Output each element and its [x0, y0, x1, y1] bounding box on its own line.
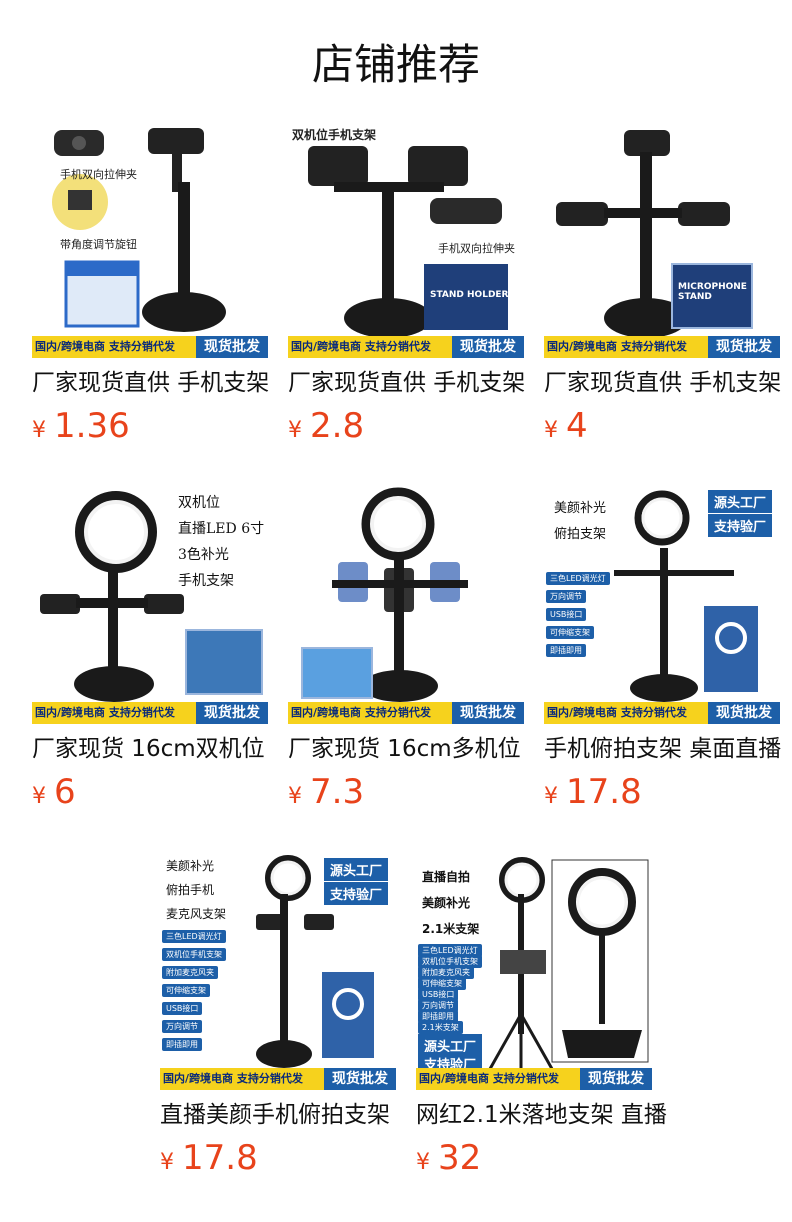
factory-tag: 源头工厂 [418, 1034, 483, 1057]
feature-chip: 三色LED调光灯 [546, 572, 610, 585]
product-card[interactable]: 国内/跨境电商 支持分销代发 现货批发 厂家现货 16cm多机位 ¥7.3 [288, 487, 524, 812]
feature-chip: USB接口 [546, 608, 587, 621]
product-card[interactable]: MICROPHONE STAND 国内/跨境电商 支持分销代发 现货批发 厂家现… [544, 122, 782, 446]
promo-banner: 国内/跨境电商 支持分销代发 现货批发 [160, 1068, 396, 1090]
image-caption: 手机双向拉伸夹 [60, 168, 137, 181]
product-price: ¥4 [544, 406, 588, 446]
image-title: 双机位手机支架 [292, 128, 377, 142]
feature-chip: USB接口 [162, 1002, 203, 1015]
product-card[interactable]: 美颜补光 俯拍支架 源头工厂 支持验厂 三色LED调光灯 万向调节 USB接口 … [544, 488, 782, 812]
promo-banner: 国内/跨境电商 支持分销代发 现货批发 [288, 702, 524, 724]
product-name[interactable]: 网红2.1米落地支架 直播 [416, 1102, 667, 1128]
product-price: ¥1.36 [32, 406, 130, 446]
product-card[interactable]: 美颜补光 俯拍手机 麦克风支架 源头工厂 支持验厂 三色LED调光灯 双机位手机… [160, 854, 396, 1178]
feature-chip: 可伸缩支架 [418, 977, 466, 990]
image-caption-block: 美颜补光 俯拍支架 [554, 501, 607, 542]
product-image[interactable]: 双机位 直播LED 6寸 3色补光 手机支架 国内/跨境电商 支持分销代发 现货… [32, 488, 268, 724]
product-image[interactable]: 美颜补光 俯拍手机 麦克风支架 源头工厂 支持验厂 三色LED调光灯 双机位手机… [160, 854, 396, 1090]
product-image[interactable]: 手机双向拉伸夹 带角度调节旋钮 国内/跨境电商 支持分销代发 现货批发 [32, 122, 268, 358]
image-caption: 带角度调节旋钮 [60, 238, 137, 251]
floor-tripod-illustration [484, 857, 649, 1077]
promo-banner: 国内/跨境电商 支持分销代发 现货批发 [544, 336, 780, 358]
phone-stand-illustration [52, 128, 226, 332]
promo-banner: 国内/跨境电商 支持分销代发 现货批发 [416, 1068, 652, 1090]
product-price: ¥2.8 [288, 406, 365, 446]
triple-phone-stand-illustration [556, 130, 753, 338]
feature-chip: 2.1米支架 [418, 1021, 463, 1034]
ring-light-multi-phone-illustration [301, 487, 468, 702]
product-card[interactable]: 手机双向拉伸夹 带角度调节旋钮 国内/跨境电商 支持分销代发 现货批发 厂家现货… [32, 122, 270, 446]
promo-banner: 国内/跨境电商 支持分销代发 现货批发 [288, 336, 524, 358]
product-name[interactable]: 厂家现货 16cm多机位 [288, 736, 521, 762]
feature-chip: 附加麦克风夹 [418, 966, 474, 979]
product-card[interactable]: 双机位手机支架 手机双向拉伸夹 STAND HOLDER 国内/跨境电商 支持分… [288, 122, 526, 446]
feature-chip: 三色LED调光灯 [418, 944, 482, 957]
image-caption: 手机双向拉伸夹 [438, 242, 515, 255]
product-price: ¥32 [416, 1138, 482, 1178]
product-name[interactable]: 厂家现货直供 手机支架 [544, 370, 782, 396]
product-image[interactable]: MICROPHONE STAND 国内/跨境电商 支持分销代发 现货批发 [544, 122, 780, 358]
product-price: ¥6 [32, 772, 76, 812]
product-name[interactable]: 直播美颜手机俯拍支架 [160, 1102, 390, 1128]
feature-chip: 可伸缩支架 [162, 984, 210, 997]
product-name[interactable]: 厂家现货 16cm双机位 [32, 736, 265, 762]
feature-chip: 即插即用 [418, 1010, 458, 1023]
mic-phone-stand-illustration [256, 855, 374, 1068]
feature-chip: 即插即用 [162, 1038, 202, 1051]
factory-tag: 源头工厂 [324, 858, 389, 881]
product-name[interactable]: 厂家现货直供 手机支架 [288, 370, 526, 396]
feature-chip: USB接口 [418, 988, 459, 1001]
product-card[interactable]: 双机位 直播LED 6寸 3色补光 手机支架 国内/跨境电商 支持分销代发 现货… [32, 488, 268, 812]
image-caption-block: 直播自拍 美颜补光 2.1米支架 [422, 870, 480, 936]
product-price: ¥17.8 [160, 1138, 258, 1178]
feature-chip: 万向调节 [418, 999, 458, 1012]
feature-chip: 万向调节 [162, 1020, 202, 1033]
promo-banner: 国内/跨境电商 支持分销代发 现货批发 [544, 702, 780, 724]
product-price: ¥17.8 [544, 772, 642, 812]
dual-phone-stand-illustration [308, 146, 508, 338]
feature-chip: 三色LED调光灯 [162, 930, 226, 943]
product-image[interactable]: 国内/跨境电商 支持分销代发 现货批发 [288, 487, 524, 724]
promo-banner: 国内/跨境电商 支持分销代发 现货批发 [32, 702, 268, 724]
feature-chip: 双机位手机支架 [418, 955, 482, 968]
factory-tag: 支持验厂 [324, 882, 389, 905]
feature-chip: 附加麦克风夹 [162, 966, 218, 979]
product-name[interactable]: 厂家现货直供 手机支架 [32, 370, 270, 396]
feature-chip: 双机位手机支架 [162, 948, 226, 961]
product-price: ¥7.3 [288, 772, 365, 812]
factory-tag: 支持验厂 [708, 514, 773, 537]
product-image[interactable]: 直播自拍 美颜补光 2.1米支架 源头工厂 支持验厂 三色LED调光灯 双机位手… [416, 854, 652, 1090]
feature-chip: 即插即用 [546, 644, 586, 657]
image-caption-block: 双机位 直播LED 6寸 3色补光 手机支架 [178, 495, 265, 589]
promo-banner: 国内/跨境电商 支持分销代发 现货批发 [32, 336, 268, 358]
factory-tag: 源头工厂 [708, 490, 773, 513]
product-name[interactable]: 手机俯拍支架 桌面直播 [544, 736, 782, 762]
product-card[interactable]: 直播自拍 美颜补光 2.1米支架 源头工厂 支持验厂 三色LED调光灯 双机位手… [416, 854, 667, 1178]
section-title: 店铺推荐 [311, 40, 480, 89]
box-label: STAND HOLDER [430, 290, 509, 300]
product-image[interactable]: 美颜补光 俯拍支架 源头工厂 支持验厂 三色LED调光灯 万向调节 USB接口 … [544, 488, 780, 724]
image-caption-block: 美颜补光 俯拍手机 麦克风支架 [166, 859, 227, 921]
overhead-stand-illustration [614, 490, 758, 702]
ring-light-illustration [40, 491, 263, 702]
box-label: MICROPHONE STAND [678, 282, 747, 302]
product-image[interactable]: 双机位手机支架 手机双向拉伸夹 STAND HOLDER 国内/跨境电商 支持分… [288, 122, 524, 358]
feature-chip: 可伸缩支架 [546, 626, 594, 639]
feature-chip: 万向调节 [546, 590, 586, 603]
